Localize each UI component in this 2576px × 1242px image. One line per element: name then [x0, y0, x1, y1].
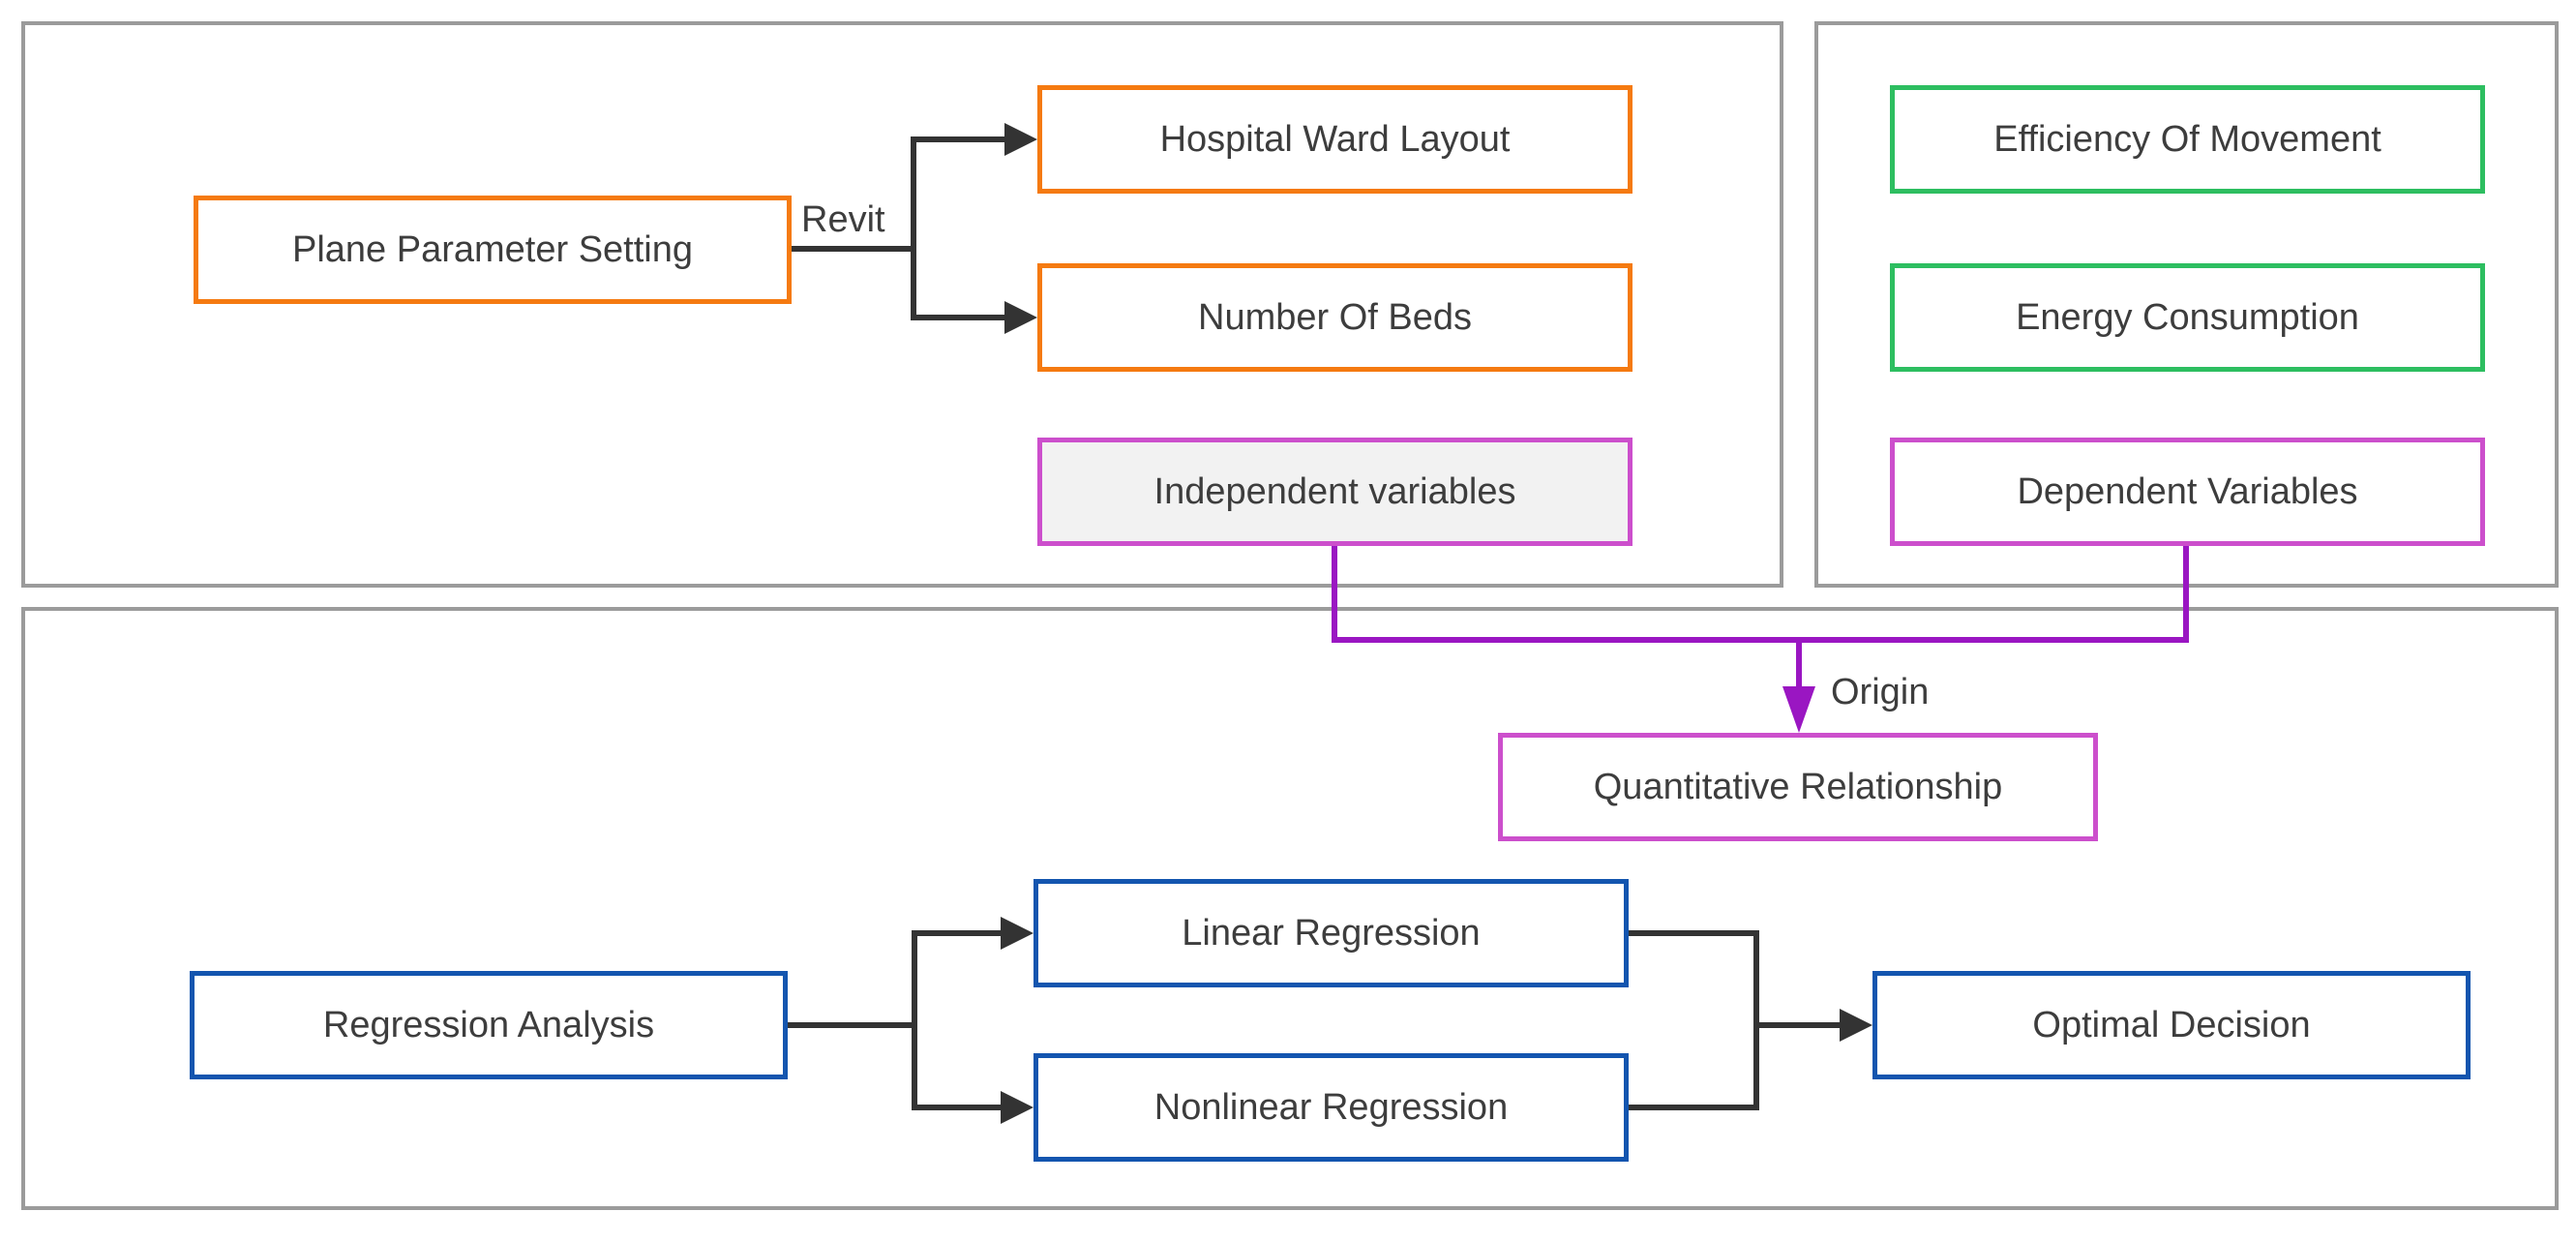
connector-merge-vertical: [1753, 930, 1759, 1110]
nonlinear-arrowhead-icon: [1001, 1091, 1033, 1124]
connector-merge-to-optimal: [1753, 1022, 1842, 1028]
beds-arrowhead-icon: [1004, 301, 1037, 334]
node-independent-variables: Independent variables: [1037, 438, 1632, 546]
edge-label-origin: Origin: [1831, 672, 1930, 712]
node-quantitative-relationship: Quantitative Relationship: [1498, 733, 2098, 841]
connector-nonlinear-out: [1629, 1105, 1759, 1110]
optimal-arrowhead-icon: [1840, 1009, 1872, 1042]
independent-variables-panel: [21, 21, 1783, 588]
connector-plane-to-branch: [792, 246, 916, 252]
connector-regression-branch-vertical: [912, 930, 917, 1110]
node-number-of-beds-label: Number Of Beds: [1198, 296, 1472, 338]
node-efficiency-of-movement-label: Efficiency Of Movement: [1993, 118, 2381, 160]
edge-label-revit: Revit: [801, 199, 885, 240]
node-quantitative-relationship-label: Quantitative Relationship: [1593, 766, 2003, 807]
connector-linear-out: [1629, 930, 1759, 936]
node-optimal-decision-label: Optimal Decision: [2032, 1004, 2311, 1045]
node-efficiency-of-movement: Efficiency Of Movement: [1890, 85, 2485, 194]
connector-origin-drop: [1796, 637, 1802, 691]
connector-branch-to-nonlinear: [912, 1105, 1006, 1110]
node-nonlinear-regression-label: Nonlinear Regression: [1153, 1086, 1509, 1128]
node-nonlinear-regression: Nonlinear Regression: [1033, 1053, 1629, 1162]
connector-regression-to-branch: [788, 1022, 917, 1028]
node-regression-analysis-label: Regression Analysis: [322, 1004, 655, 1045]
node-number-of-beds: Number Of Beds: [1037, 263, 1632, 372]
origin-arrowhead-icon: [1782, 686, 1815, 733]
connector-branch-to-linear: [912, 930, 1006, 936]
node-independent-variables-label: Independent variables: [1153, 470, 1516, 512]
node-plane-parameter-setting-label: Plane Parameter Setting: [291, 228, 693, 270]
regression-analysis-panel: [21, 607, 2559, 1210]
node-energy-consumption: Energy Consumption: [1890, 263, 2485, 372]
node-linear-regression: Linear Regression: [1033, 879, 1629, 987]
connector-revit-branch-vertical: [911, 136, 916, 320]
node-hospital-ward-layout: Hospital Ward Layout: [1037, 85, 1632, 194]
hospital-arrowhead-icon: [1004, 123, 1037, 156]
linear-arrowhead-icon: [1001, 917, 1033, 950]
node-optimal-decision: Optimal Decision: [1872, 971, 2471, 1079]
connector-dependent-down: [2183, 546, 2189, 643]
node-dependent-variables-label: Dependent Variables: [2017, 470, 2358, 512]
node-hospital-ward-layout-label: Hospital Ward Layout: [1159, 118, 1511, 160]
connector-branch-to-hospital: [911, 136, 1006, 142]
node-regression-analysis: Regression Analysis: [190, 971, 788, 1079]
node-energy-consumption-label: Energy Consumption: [2016, 296, 2359, 338]
connector-variables-horizontal: [1332, 637, 2189, 643]
connector-independent-down: [1332, 546, 1337, 643]
node-dependent-variables: Dependent Variables: [1890, 438, 2485, 546]
node-plane-parameter-setting: Plane Parameter Setting: [194, 196, 792, 304]
connector-branch-to-beds: [911, 315, 1006, 320]
node-linear-regression-label: Linear Regression: [1182, 912, 1481, 954]
